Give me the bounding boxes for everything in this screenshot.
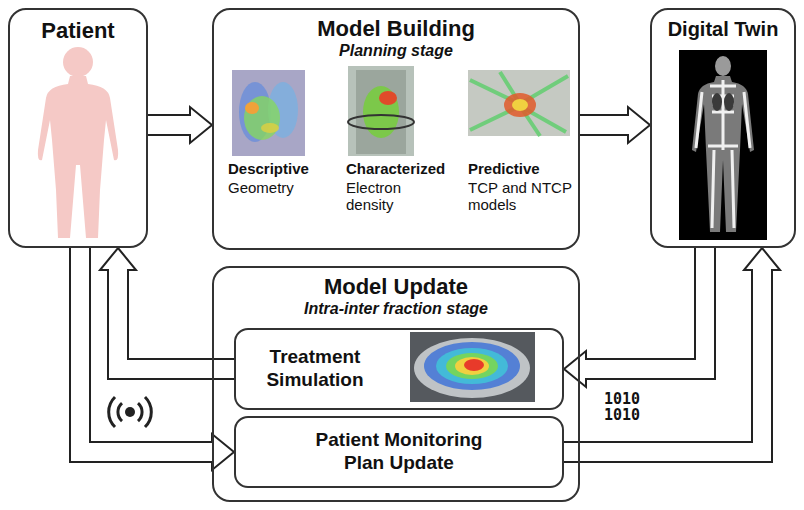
image-caption: Descriptive (228, 160, 309, 177)
image-caption: Predictive (468, 160, 540, 177)
box-title: Model Building (214, 10, 578, 42)
flow-arrow (564, 248, 705, 387)
flow-arrow (148, 107, 212, 143)
image-caption: Geometry (228, 179, 294, 196)
box-title: Model Update (214, 268, 578, 300)
signal-icon (109, 397, 152, 427)
dose-image (410, 332, 535, 402)
box-title: Digital Twin (652, 10, 794, 41)
geometry-image (232, 70, 305, 156)
stage-box: Digital Twin (650, 8, 796, 248)
data-symbol: 1010 1010 (604, 392, 650, 424)
density-image (348, 66, 414, 156)
image-caption: Electron density (346, 179, 426, 214)
stage-box: Model BuildingPlanning stage (212, 8, 580, 250)
box-subtitle: Intra-inter fraction stage (214, 300, 578, 318)
flow-arrow (80, 248, 234, 470)
step-box: Patient Monitoring Plan Update (234, 416, 564, 488)
beam-image (468, 70, 570, 136)
image-caption: TCP and NTCP models (468, 179, 576, 214)
stage-box: Patient (8, 8, 148, 248)
digital-twin-image (679, 50, 767, 240)
box-title: Patient (10, 10, 146, 44)
stage-box: Model UpdateIntra-inter fraction stageTr… (212, 266, 580, 502)
box-subtitle: Planning stage (214, 42, 578, 60)
step-box: Treatment Simulation (234, 328, 564, 410)
flow-arrow (564, 248, 780, 452)
image-caption: Characterized (346, 160, 445, 177)
flow-arrow (580, 107, 650, 143)
box-title: Patient Monitoring Plan Update (299, 429, 499, 475)
patient-silhouette (38, 47, 118, 238)
box-title: Treatment Simulation (250, 346, 380, 392)
